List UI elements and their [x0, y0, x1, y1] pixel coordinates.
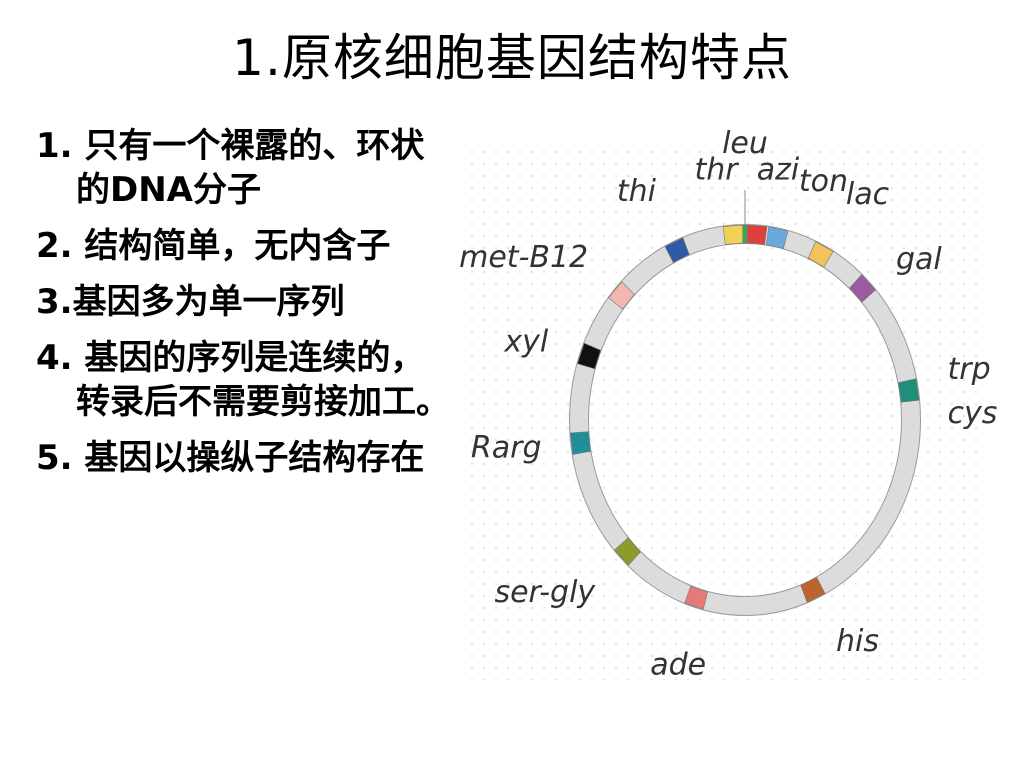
gene-marker-rarg	[570, 431, 591, 455]
feature-item: 5. 基因以操纵子结构存在	[36, 436, 456, 480]
gene-label-ser-gly: ser-gly	[494, 575, 596, 610]
gene-marker-azi	[746, 224, 768, 245]
slide-title: 1.原核细胞基因结构特点	[232, 29, 792, 87]
feature-number: 2.	[36, 226, 73, 266]
feature-number: 5.	[36, 438, 73, 478]
gene-markers	[570, 224, 920, 610]
gene-label-leu: leu	[722, 126, 768, 161]
gene-marker-lac	[807, 241, 834, 268]
gene-label-trp: trp	[948, 352, 991, 387]
gene-marker-xyl	[577, 342, 602, 370]
feature-number: 1.	[36, 126, 73, 166]
gene-label-ade: ade	[650, 648, 706, 683]
gene-label-xyl: xyl	[503, 325, 549, 360]
gene-label-ton: ton	[799, 164, 848, 199]
feature-item: 1. 只有一个裸露的、环状的DNA分子	[36, 124, 456, 212]
gene-marker-met-b12	[608, 281, 635, 310]
gene-marker-trp-cys	[898, 378, 920, 403]
feature-number: 3.	[36, 282, 73, 322]
gene-label-azi: azi	[757, 153, 800, 188]
feature-text: 基因以操纵子结构存在	[72, 438, 425, 478]
gene-marker-thr	[722, 224, 744, 245]
gene-label-gal: gal	[896, 242, 942, 277]
gene-marker-gal	[849, 274, 876, 303]
gene-marker-his	[800, 577, 826, 603]
feature-text: 基因的序列是连续的，转录后不需要剪接加工。	[72, 338, 450, 422]
feature-item: 4. 基因的序列是连续的，转录后不需要剪接加工。	[36, 336, 456, 424]
gene-label-met-b12: met-B12	[459, 240, 588, 275]
gene-marker-ton	[765, 226, 789, 249]
gene-label-lac: lac	[846, 177, 890, 212]
feature-number: 4.	[36, 338, 73, 378]
gene-label-thr: thr	[694, 153, 739, 188]
feature-text: 结构简单，无内含子	[72, 226, 391, 266]
gene-label-his: his	[836, 624, 879, 659]
feature-item: 2. 结构简单，无内含子	[36, 224, 456, 268]
feature-list: 1. 只有一个裸露的、环状的DNA分子 2. 结构简单，无内含子 3.基因多为单…	[36, 124, 456, 492]
gene-marker-thi	[664, 237, 690, 263]
gene-label-rarg: Rarg	[471, 430, 542, 465]
gene-marker-ser-gly	[614, 537, 641, 566]
feature-text: 基因多为单一序列	[72, 282, 345, 322]
feature-item: 3.基因多为单一序列	[36, 280, 456, 324]
feature-text: 只有一个裸露的、环状的DNA分子	[72, 126, 425, 210]
gene-label-cys: cys	[948, 396, 998, 431]
gene-label-thi: thi	[617, 174, 657, 209]
gene-marker-ade	[684, 585, 708, 610]
